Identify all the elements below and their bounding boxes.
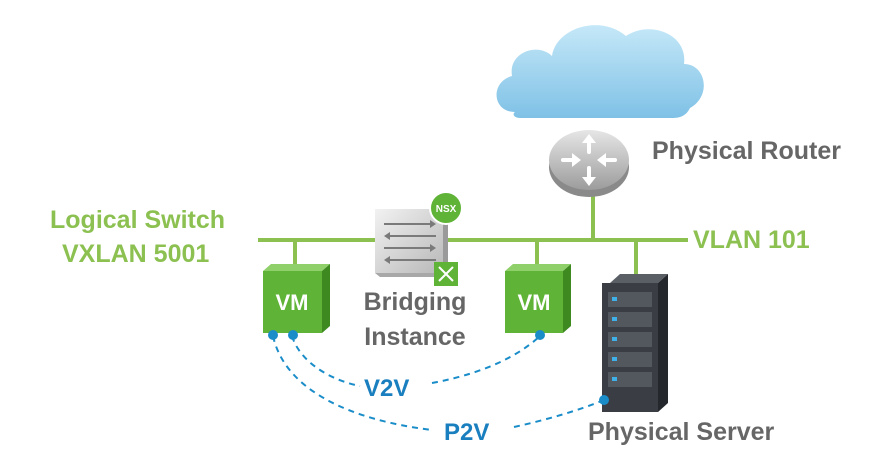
logical-switch-label: Logical Switch — [50, 206, 225, 234]
server-rack-icon — [602, 274, 668, 412]
vm-right: VM — [505, 264, 571, 333]
bridging-label: Bridging — [364, 288, 467, 316]
logical-switch-badge-icon — [434, 262, 458, 286]
instance-label: Instance — [364, 323, 466, 351]
vm-left-label: VM — [276, 290, 309, 315]
vm-left: VM — [263, 264, 330, 333]
v2v-path — [291, 335, 361, 387]
vm-left-port-1 — [268, 330, 278, 340]
nsx-badge: NSX — [429, 191, 463, 225]
server-port — [599, 395, 609, 405]
vlan-label: VLAN 101 — [693, 226, 810, 254]
router-icon — [549, 130, 629, 197]
vm-left-port-2 — [288, 330, 298, 340]
vm-right-label: VM — [518, 290, 551, 315]
nsx-badge-label: NSX — [436, 204, 457, 215]
p2v-path — [272, 335, 433, 431]
vxlan-label: VXLAN 5001 — [62, 240, 209, 268]
physical-server-label: Physical Server — [588, 418, 775, 446]
p2v-path-right — [513, 399, 605, 428]
v2v-label: V2V — [364, 375, 409, 402]
bridge-appliance-icon — [375, 209, 448, 277]
vm-right-port — [535, 330, 545, 340]
cloud-icon — [496, 25, 704, 118]
v2v-path-right — [431, 335, 541, 384]
physical-router-label: Physical Router — [652, 137, 841, 165]
p2v-label: P2V — [444, 419, 489, 446]
